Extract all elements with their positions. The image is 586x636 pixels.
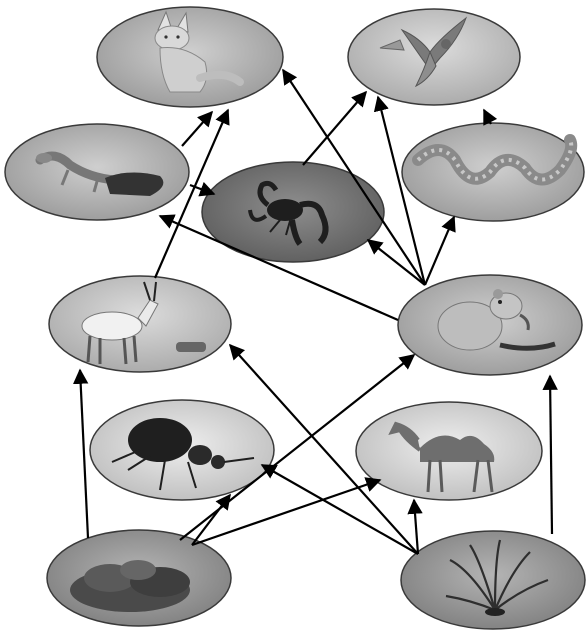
node-shrub <box>47 530 231 626</box>
arrow-shrub-to-oryx <box>80 370 88 538</box>
node-camel <box>356 402 542 500</box>
arrow-snake-to-hawk <box>484 110 491 124</box>
node-beetle <box>90 400 274 500</box>
arrow-rodent-to-snake <box>425 217 454 285</box>
node-rodent <box>398 275 582 375</box>
node-grass <box>401 531 585 629</box>
node-fox <box>97 7 283 107</box>
arrow-grass-to-rodent <box>550 376 552 534</box>
node-oryx <box>49 276 231 372</box>
node-lizard <box>5 124 189 220</box>
arrow-scorpion-to-hawk <box>303 92 366 165</box>
node-hawk <box>348 9 520 105</box>
node-snake <box>402 123 584 221</box>
arrow-lizard-to-fox <box>182 112 212 146</box>
arrow-grass-to-camel <box>414 500 418 554</box>
